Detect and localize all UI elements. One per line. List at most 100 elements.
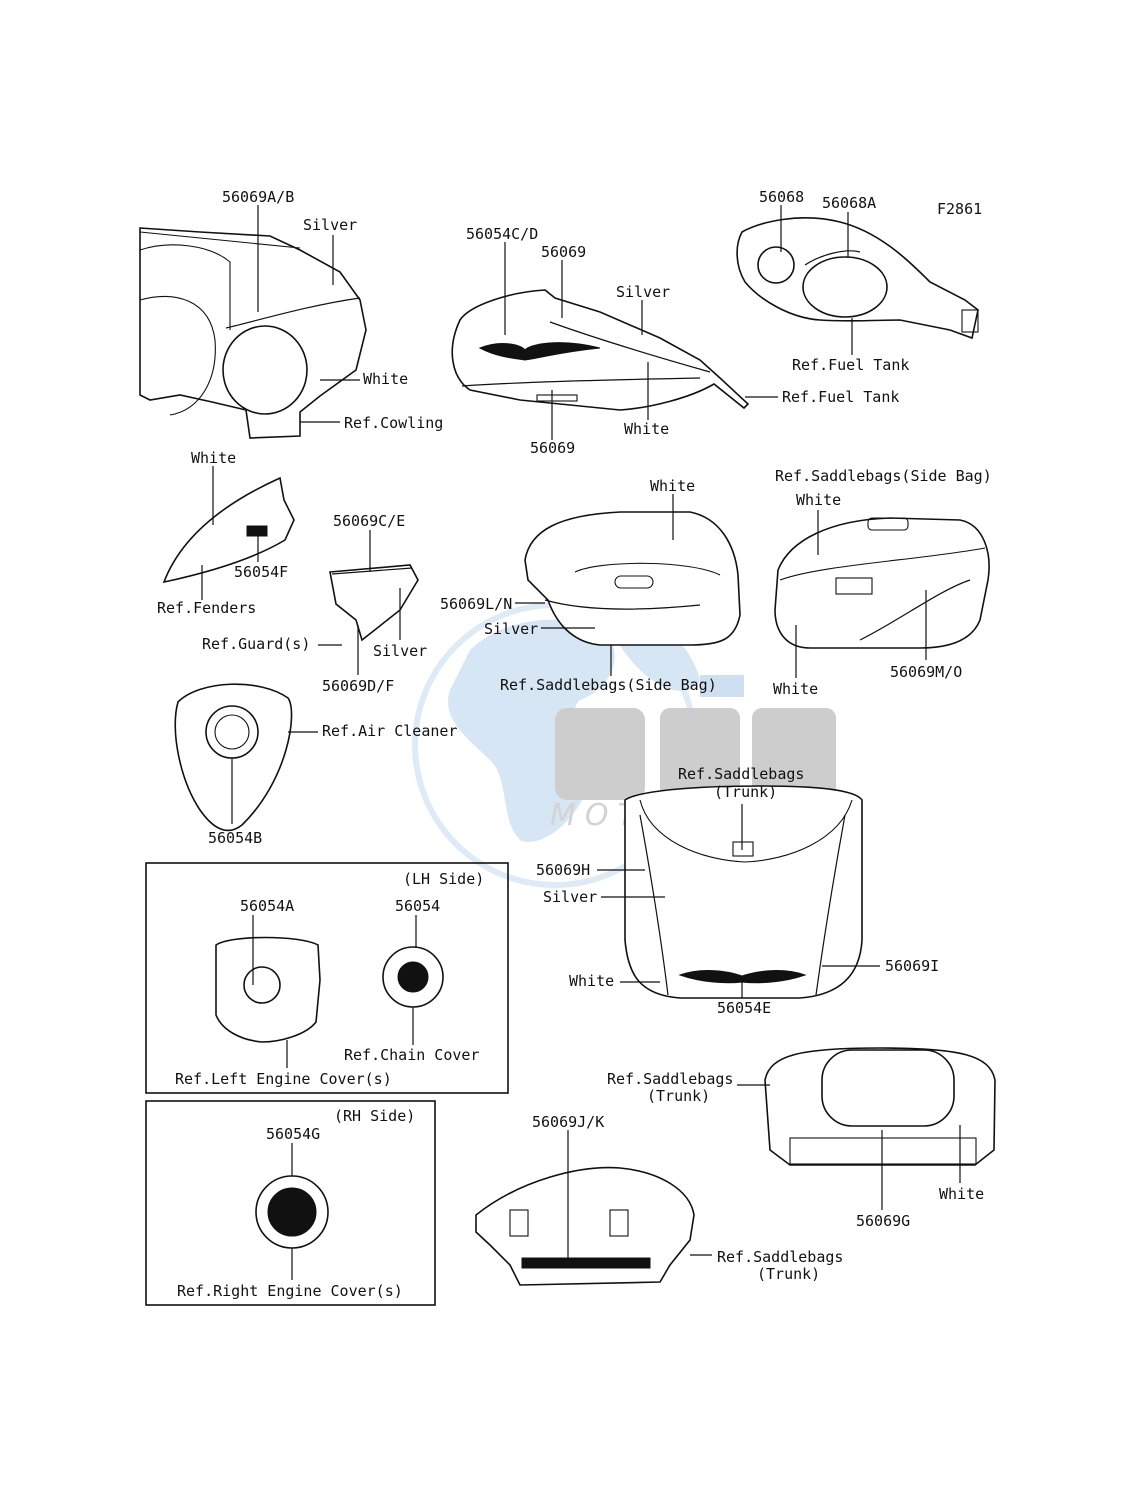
cowling-rim xyxy=(139,295,216,416)
fuel-tank-shape xyxy=(451,289,750,411)
label-silver-sb: Silver xyxy=(484,620,538,638)
tank-console-drawing xyxy=(736,217,979,340)
label-56054e: 56054E xyxy=(717,999,771,1017)
label-ref-trunk-2b: (Trunk) xyxy=(647,1087,710,1105)
fender-shape xyxy=(162,476,295,584)
label-ref-trunk-1b: (Trunk) xyxy=(714,783,777,801)
label-56054: 56054 xyxy=(395,897,440,915)
right-engine-badge xyxy=(267,1187,317,1237)
label-56069df: 56069D/F xyxy=(322,677,394,695)
label-56054f: 56054F xyxy=(234,563,288,581)
label-white-trunk: White xyxy=(569,972,614,990)
watermark-block-3 xyxy=(752,708,836,800)
trunk-side-shape xyxy=(475,1166,695,1286)
figure-code: F2861 xyxy=(937,200,982,218)
label-56054g: 56054G xyxy=(266,1125,320,1143)
label-ref-fuel-tank-2: Ref.Fuel Tank xyxy=(792,356,909,374)
trunk-side-stripe xyxy=(521,1257,651,1269)
console-gauge-1 xyxy=(757,246,795,284)
leader-lines xyxy=(201,205,961,1280)
trunk-front-shape xyxy=(624,785,863,999)
label-56069i: 56069I xyxy=(885,957,939,975)
watermark-block-2 xyxy=(660,708,740,800)
label-white-tank: White xyxy=(624,420,669,438)
console-clip xyxy=(961,309,979,333)
label-56069-bottom: 56069 xyxy=(530,439,575,457)
label-56069mo: 56069M/O xyxy=(890,663,962,681)
rh-side-title: (RH Side) xyxy=(334,1107,415,1125)
watermark-accent xyxy=(700,675,744,697)
saddlebag-right-handle xyxy=(867,517,909,531)
label-ref-fenders: Ref.Fenders xyxy=(157,599,256,617)
label-ref-sb-side-2: Ref.Saddlebags(Side Bag) xyxy=(775,467,992,485)
label-56069ab: 56069A/B xyxy=(222,188,294,206)
rh-side-frame xyxy=(145,1100,436,1306)
trunk-side-drawing xyxy=(475,1166,695,1286)
label-silver-guard: Silver xyxy=(373,642,427,660)
fuel-tank-emblem xyxy=(478,342,601,361)
labels: F2861 56069A/B Silver White Ref.Cowling … xyxy=(157,188,992,1300)
label-white-trunk-back: White xyxy=(939,1185,984,1203)
cowling-edge xyxy=(139,231,301,249)
label-ref-left-engine: Ref.Left Engine Cover(s) xyxy=(175,1070,392,1088)
label-56069g: 56069G xyxy=(856,1212,910,1230)
label-56069ce: 56069C/E xyxy=(333,512,405,530)
label-silver-trunk: Silver xyxy=(543,888,597,906)
saddlebag-left-stripe xyxy=(544,599,701,610)
cowling-drawing xyxy=(139,227,367,439)
label-ref-trunk-1a: Ref.Saddlebags xyxy=(678,765,804,783)
label-white-sb2-bottom: White xyxy=(773,680,818,698)
label-silver-cowl: Silver xyxy=(303,216,357,234)
saddlebag-right-stripe xyxy=(859,579,971,641)
label-56069-top: 56069 xyxy=(541,243,586,261)
label-56054cd: 56054C/D xyxy=(466,225,538,243)
saddlebag-right-latch xyxy=(835,577,873,595)
label-ref-right-engine: Ref.Right Engine Cover(s) xyxy=(177,1282,403,1300)
label-ref-trunk-3a: Ref.Saddlebags xyxy=(717,1248,843,1266)
lh-side-box xyxy=(145,862,509,1094)
saddlebag-left-drawing xyxy=(524,511,741,646)
guard-drawing xyxy=(329,564,419,642)
label-ref-fuel-tank-1: Ref.Fuel Tank xyxy=(782,388,899,406)
cowling-stripe xyxy=(225,297,361,329)
left-engine-gauge xyxy=(243,966,281,1004)
trunk-front-lid xyxy=(639,799,853,863)
label-56054b: 56054B xyxy=(208,829,262,847)
label-white-sb2-top: White xyxy=(796,491,841,509)
fuel-tank-tab xyxy=(536,394,578,402)
saddlebag-left-lid xyxy=(574,562,721,576)
saddlebag-left-shape xyxy=(524,511,741,646)
console-gauge-2 xyxy=(802,256,888,318)
label-white-sb: White xyxy=(650,477,695,495)
trunk-front-drawing xyxy=(624,785,863,999)
label-ref-cowling: Ref.Cowling xyxy=(344,414,443,432)
saddlebag-right-shape xyxy=(774,517,990,649)
label-ref-guards: Ref.Guard(s) xyxy=(202,635,310,653)
rh-side-box xyxy=(145,1100,436,1306)
console-stripe xyxy=(804,250,861,266)
fender-drawing xyxy=(162,476,295,584)
saddlebag-right-drawing xyxy=(774,517,990,649)
trunk-front-emblem xyxy=(678,970,807,984)
label-silver-tank: Silver xyxy=(616,283,670,301)
label-56054a: 56054A xyxy=(240,897,294,915)
cowling-headlight xyxy=(222,325,308,415)
guard-shape xyxy=(329,564,419,642)
fender-badge xyxy=(246,525,268,537)
trunk-side-hinge-2 xyxy=(609,1209,629,1237)
trunk-front-latch xyxy=(732,841,754,857)
label-56068a: 56068A xyxy=(822,194,876,212)
fuel-tank-bottom-stripe xyxy=(461,377,701,387)
trunk-front-stripe-right xyxy=(815,814,846,996)
trunk-back-bottom xyxy=(789,1137,977,1165)
lh-side-frame xyxy=(145,862,509,1094)
trunk-front-stripe-left xyxy=(639,814,669,996)
label-ref-trunk-3b: (Trunk) xyxy=(757,1265,820,1283)
saddlebag-right-lid xyxy=(779,547,986,581)
watermark-block-1 xyxy=(555,708,645,800)
guard-stripe xyxy=(331,567,413,575)
air-cleaner-badge-outer xyxy=(205,705,259,759)
air-cleaner-drawing xyxy=(174,683,293,832)
label-56069h: 56069H xyxy=(536,861,590,879)
